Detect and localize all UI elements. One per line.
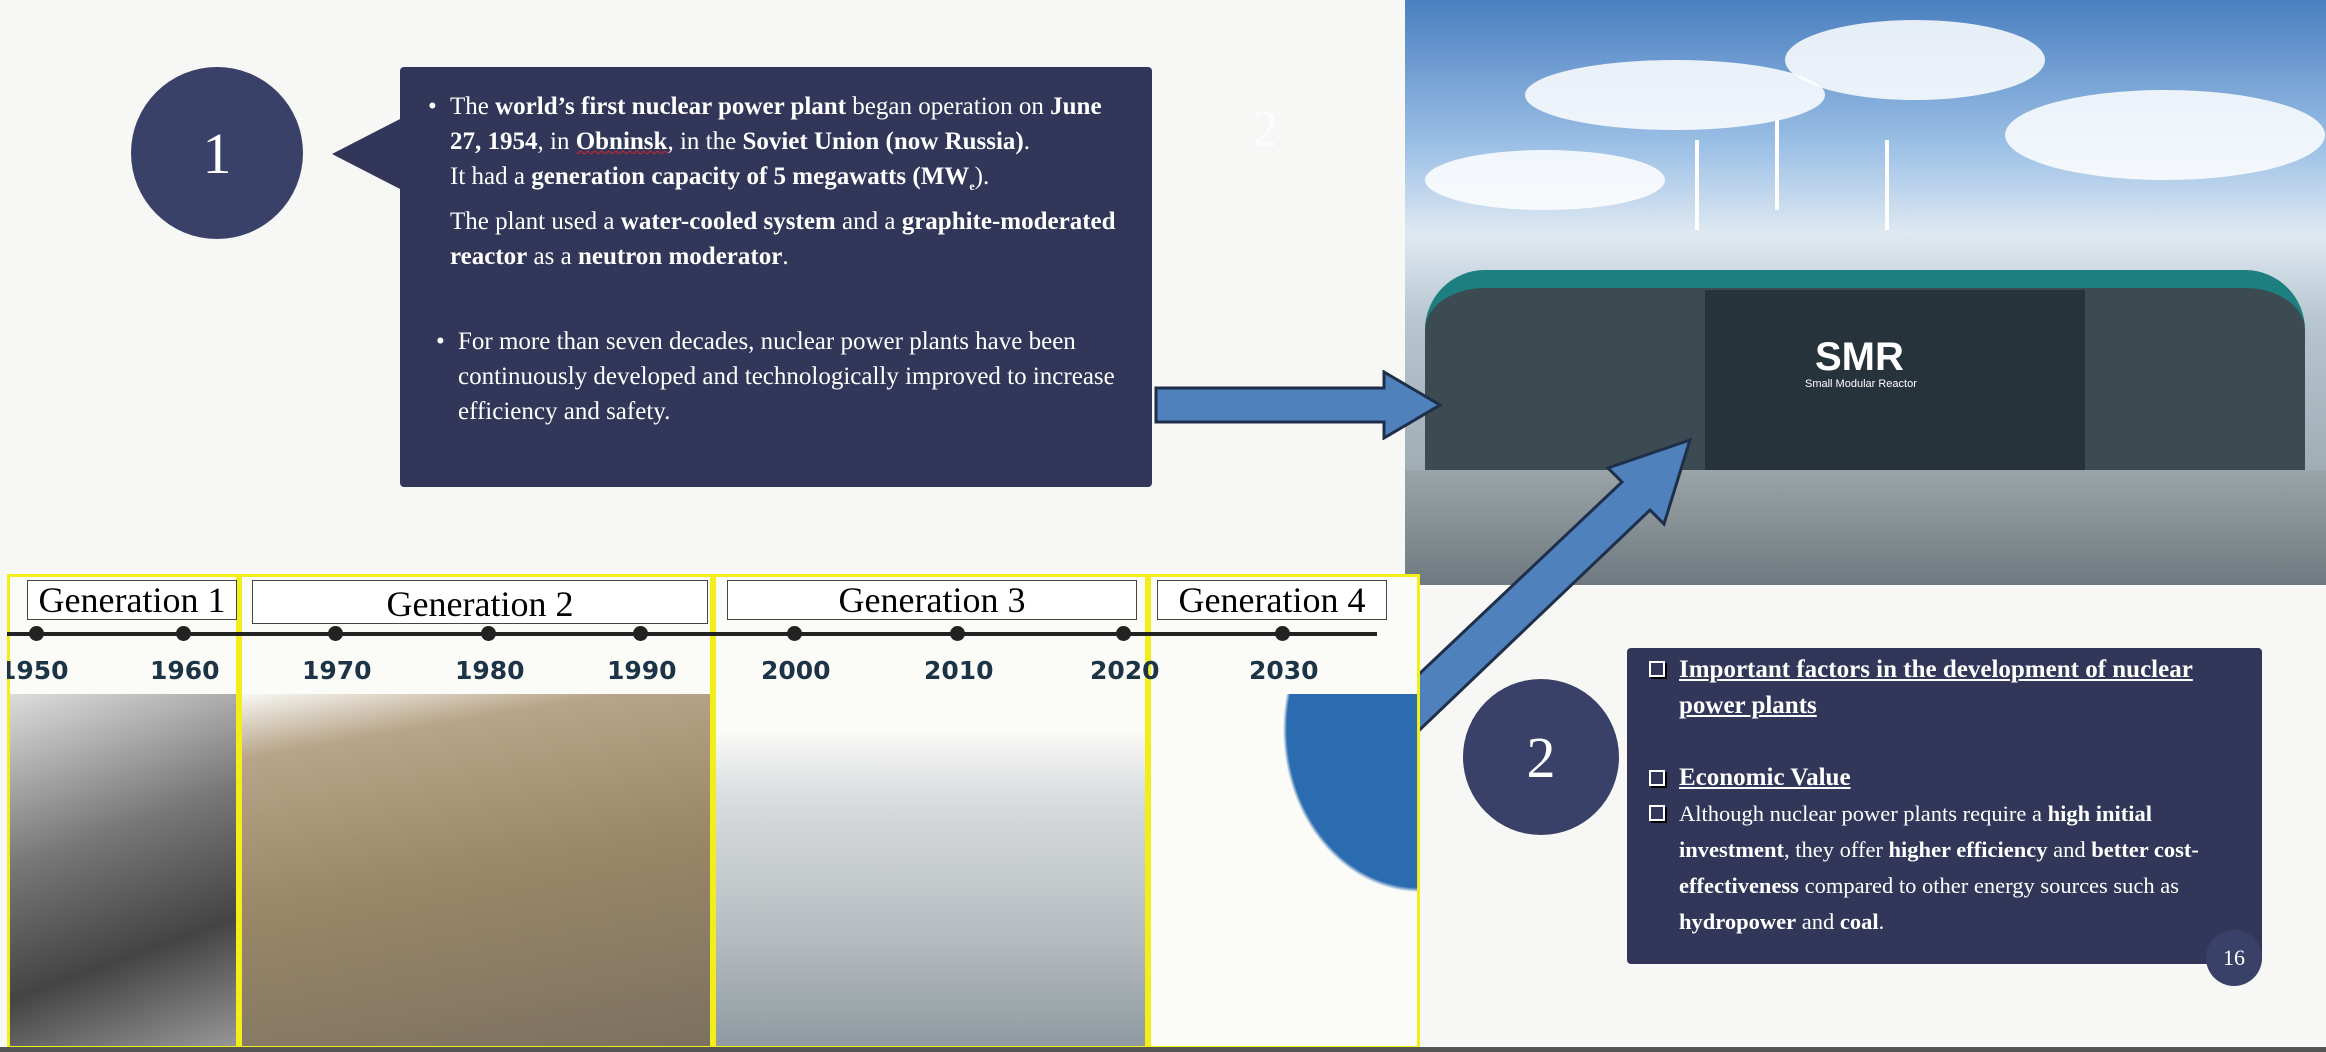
- timeline-dot: [176, 626, 191, 641]
- text: e: [969, 179, 975, 193]
- text: neutron moderator: [577, 243, 783, 270]
- text: and a: [835, 208, 902, 235]
- smr-subtitle: Small Modular Reactor: [1805, 378, 1917, 390]
- text: Although nuclear power plants require a: [1679, 801, 2048, 826]
- text: water-cooled system: [620, 208, 836, 235]
- text: The plant used a: [450, 208, 621, 235]
- economic-value-heading: Economic Value: [1649, 760, 2242, 796]
- factors-heading: Important factors in the development of …: [1649, 652, 2242, 724]
- text: Obninsk: [575, 128, 668, 155]
- text: and: [1796, 909, 1840, 934]
- year-label: 1990: [607, 656, 677, 685]
- timeline-dot: [787, 626, 802, 641]
- diagonal-arrow-icon: [1360, 437, 1693, 760]
- subheading-text: Economic Value: [1679, 764, 1851, 791]
- text: .: [782, 243, 789, 270]
- step-1-circle: 1: [131, 67, 303, 239]
- text: .: [1023, 128, 1031, 155]
- text: graphite-moderated reactor: [450, 208, 1116, 270]
- timeline-line: [7, 632, 1377, 636]
- text: , in: [537, 128, 576, 155]
- text: .: [1878, 909, 1885, 934]
- factors-box: Important factors in the development of …: [1627, 648, 2262, 964]
- text: world’s first nuclear power plant: [495, 93, 847, 120]
- text: began operation on: [846, 93, 1051, 120]
- text: high initial investment: [1679, 801, 2153, 862]
- generation-1-label: Generation 1: [27, 580, 237, 620]
- checkbox-icon: [1649, 805, 1665, 821]
- generation-2-label: Generation 2: [252, 580, 708, 624]
- timeline-dot: [633, 626, 648, 641]
- generation-1-frame: [7, 574, 239, 1049]
- bullet-first-plant: • The world’s first nuclear power plant …: [428, 93, 1116, 270]
- year-label: 2010: [924, 656, 994, 685]
- year-label: 1980: [455, 656, 525, 685]
- bullet-development: •For more than seven decades, nuclear po…: [428, 324, 1122, 429]
- generation-4-label: Generation 4: [1157, 580, 1387, 620]
- year-label: 2030: [1249, 656, 1319, 685]
- text: Soviet Union (now Russia): [742, 128, 1024, 155]
- economic-value-text: Although nuclear power plants require a …: [1649, 796, 2242, 940]
- generation-3-label: Generation 3: [727, 580, 1137, 620]
- text: as a: [527, 243, 578, 270]
- timeline-dot: [950, 626, 965, 641]
- text: June 27, 1954: [450, 93, 1102, 155]
- timeline-dot: [328, 626, 343, 641]
- generation-3-frame: [713, 574, 1151, 1049]
- text: For more than seven decades, nuclear pow…: [458, 328, 1115, 425]
- year-label: 2020: [1090, 656, 1160, 685]
- text: ).: [974, 163, 990, 190]
- timeline-dot: [1116, 626, 1131, 641]
- text: The: [450, 93, 496, 120]
- generations-timeline: Generation 1 Generation 2 Generation 3 G…: [7, 574, 1420, 1049]
- year-label: 1970: [302, 656, 372, 685]
- step-2-circle: 2: [1463, 679, 1619, 835]
- checkbox-icon: [1649, 661, 1665, 677]
- smr-logo: SMR: [1815, 335, 1904, 379]
- timeline-dot: [1275, 626, 1290, 641]
- smr-image: SMR Small Modular Reactor: [1405, 0, 2326, 585]
- text: It had a: [450, 163, 532, 190]
- right-arrow-icon: [1154, 370, 1443, 440]
- year-label: 1960: [150, 656, 220, 685]
- timeline-dot: [481, 626, 496, 641]
- text: better cost-effectiveness: [1679, 837, 2199, 898]
- text: generation capacity of 5 megawatts (MW: [531, 163, 970, 190]
- history-callout: • The world’s first nuclear power plant …: [400, 67, 1152, 487]
- generation-4-frame: [1145, 574, 1420, 1049]
- text: compared to other energy sources such as: [1798, 873, 2180, 898]
- bottom-bar: [0, 1047, 2326, 1052]
- page-number: 16: [2206, 930, 2262, 986]
- callout-pointer: [332, 118, 402, 190]
- faint-number: 2: [1252, 101, 1278, 158]
- generation-2-frame: [239, 574, 713, 1049]
- heading-text: Important factors in the development of …: [1679, 656, 2193, 719]
- text: and: [2047, 837, 2092, 862]
- timeline-dot: [29, 626, 44, 641]
- text: , in the: [667, 128, 743, 155]
- text: , they offer: [1784, 837, 1889, 862]
- year-label: 2000: [761, 656, 831, 685]
- checkbox-icon: [1649, 770, 1665, 786]
- text: hydropower: [1679, 909, 1797, 934]
- year-label: 1950: [7, 656, 69, 685]
- text: coal: [1839, 909, 1879, 934]
- text: higher efficiency: [1888, 837, 2048, 862]
